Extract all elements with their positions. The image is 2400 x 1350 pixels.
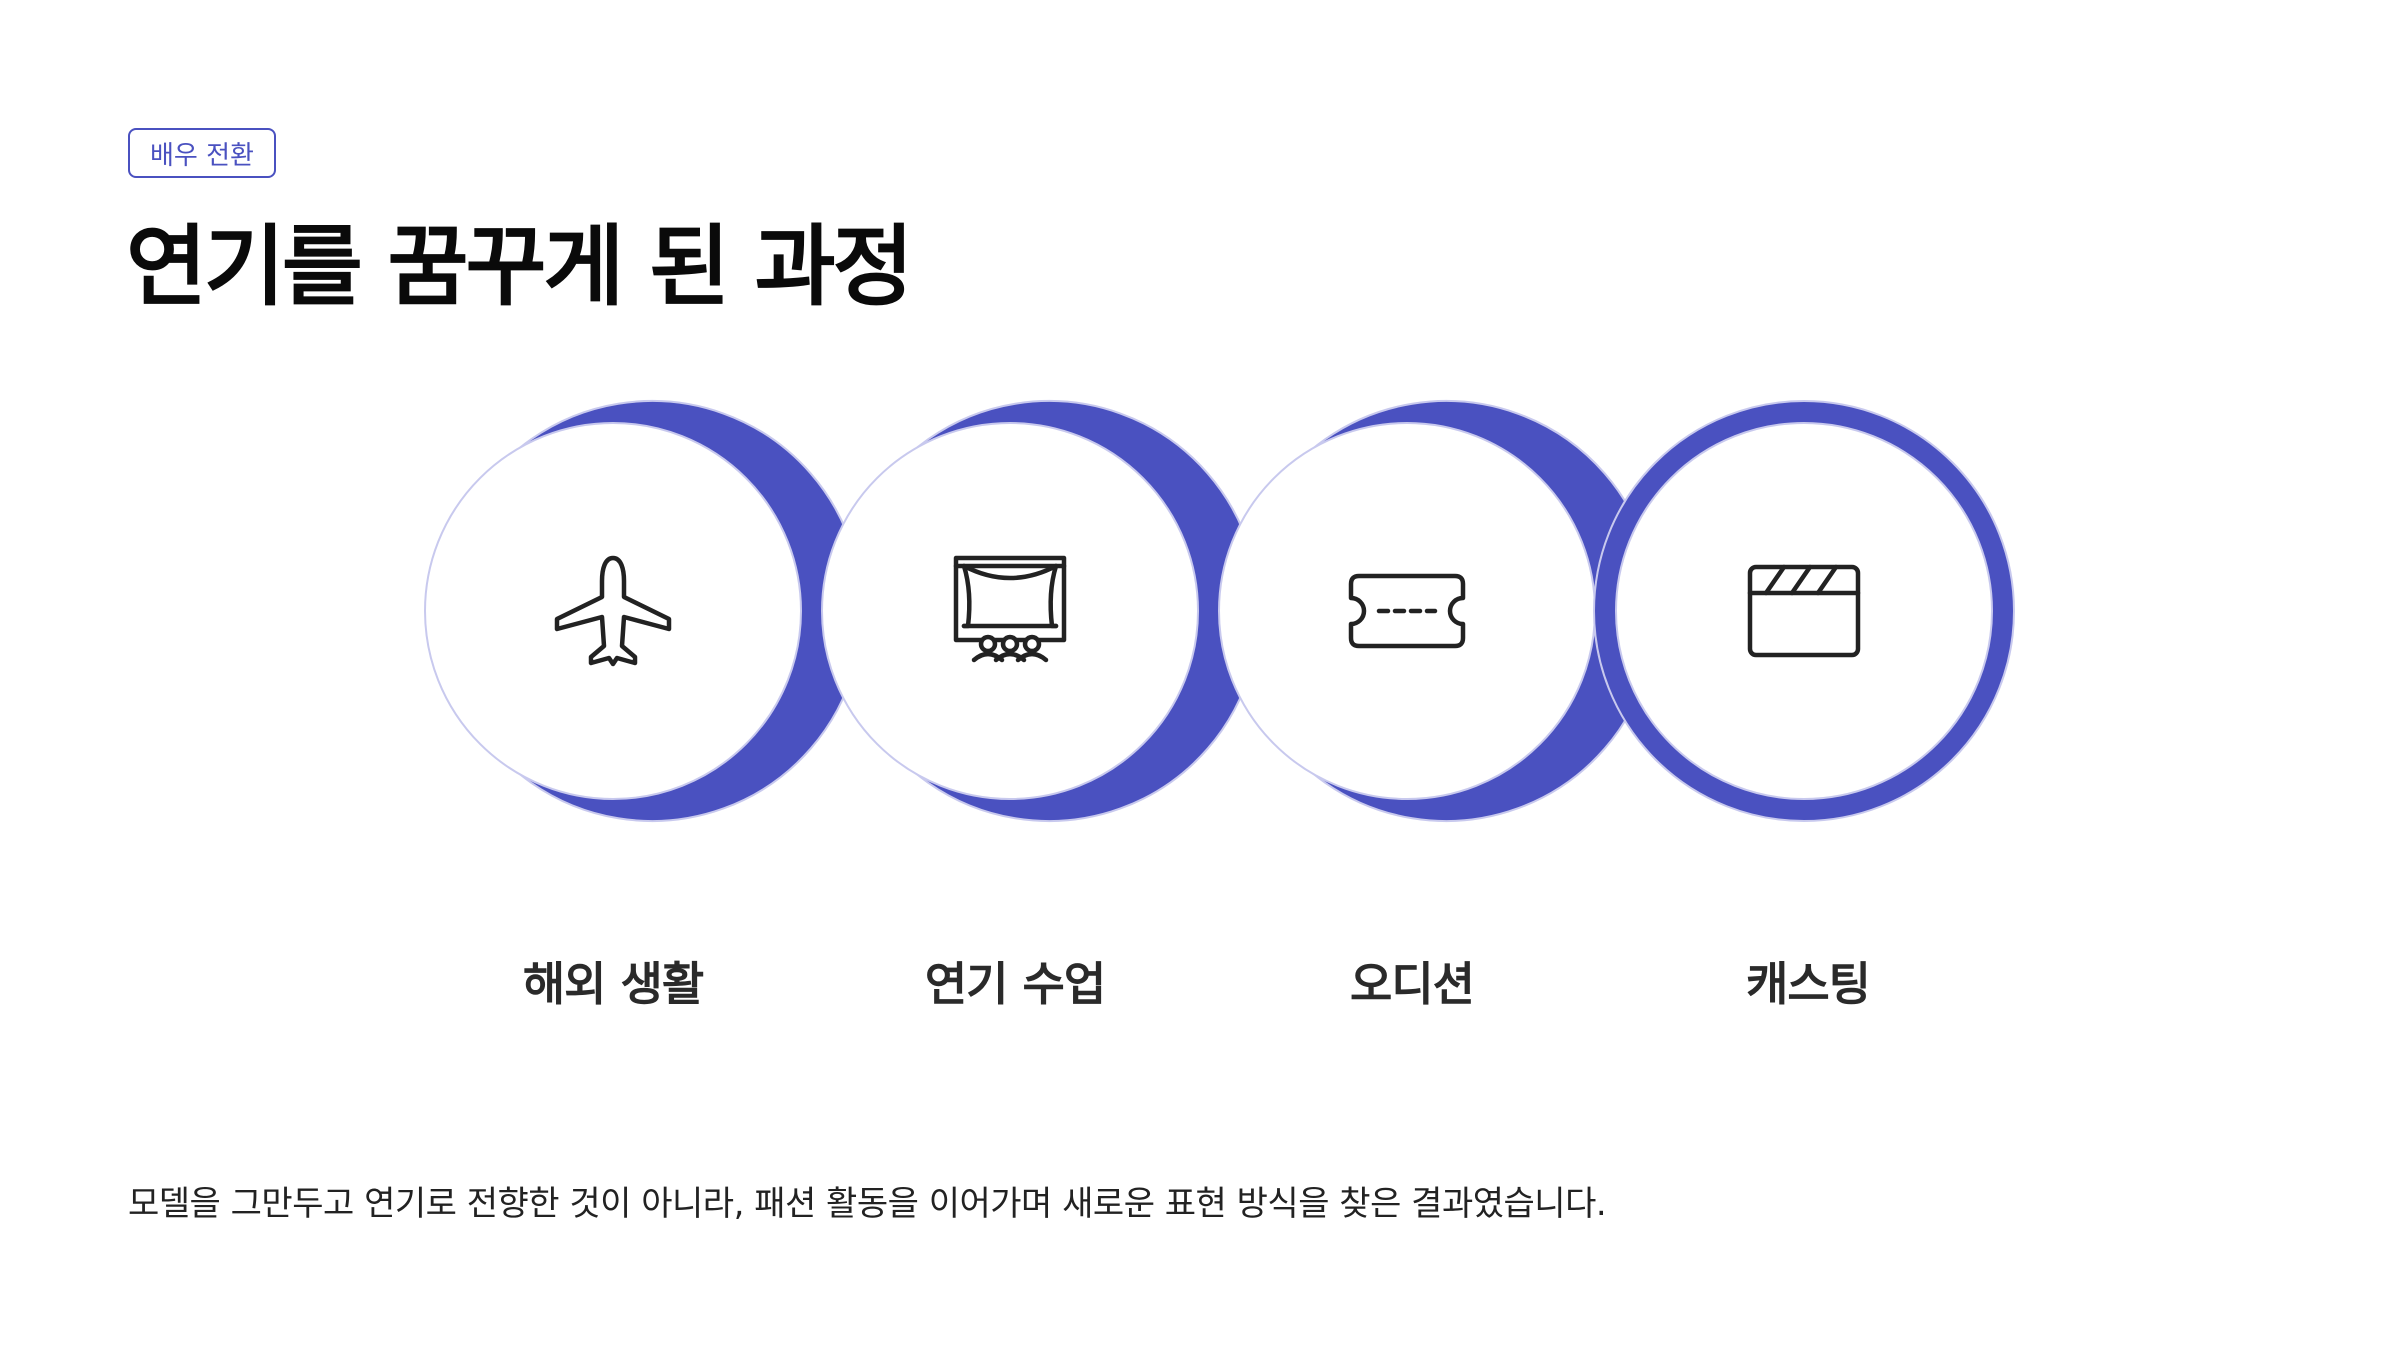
- category-tag: 배우 전환: [128, 128, 276, 178]
- step-label-casting: 캐스팅: [1746, 957, 1871, 1011]
- clapperboard-icon: [1747, 564, 1861, 658]
- description-text: 모델을 그만두고 연기로 전향한 것이 아니라, 패션 활동을 이어가며 새로운…: [128, 1184, 1607, 1224]
- step-label-overseas-life: 해외 생활: [522, 957, 704, 1011]
- theater-stage-icon: [953, 555, 1067, 663]
- step-label-audition: 오디션: [1350, 957, 1475, 1011]
- step-ring-2: [821, 400, 1277, 822]
- step-ring-4: [1593, 400, 2015, 822]
- airplane-icon: [554, 555, 672, 667]
- ticket-icon: [1348, 573, 1466, 649]
- step-label-acting-class: 연기 수업: [924, 957, 1106, 1011]
- step-ring-3: [1218, 400, 1674, 822]
- step-ring-1: [424, 400, 880, 822]
- page-title: 연기를 꿈꾸게 된 과정: [126, 215, 914, 318]
